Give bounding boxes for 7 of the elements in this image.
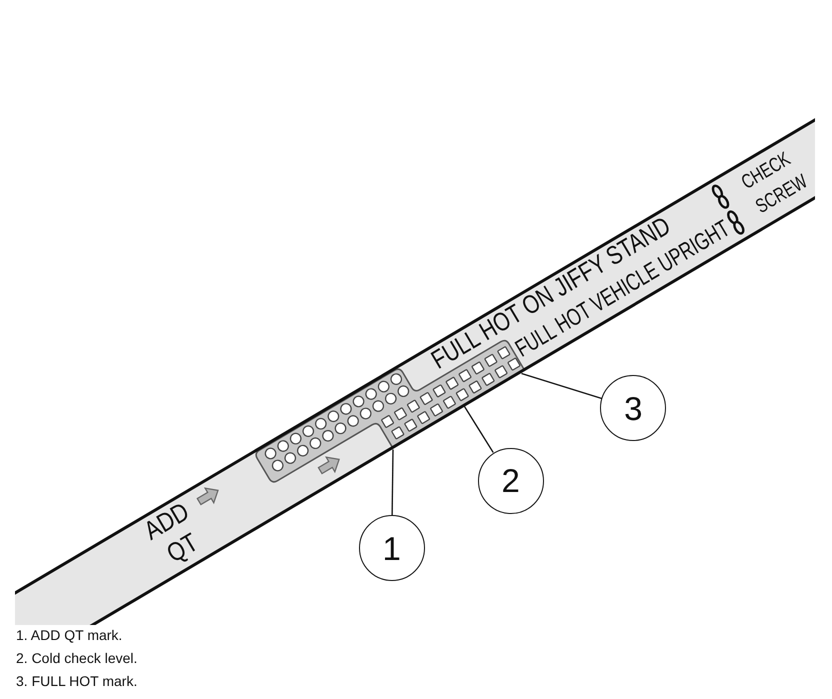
callout-number: 1 [358, 515, 425, 582]
key-list-item: 1. ADD QT mark. [16, 627, 122, 644]
key-list-item: 2. Cold check level. [16, 650, 138, 667]
leader-line [521, 372, 602, 400]
callout-number: 3 [600, 375, 666, 442]
level-marking: ADD QT [138, 496, 204, 570]
key-list-item: 3. FULL HOT mark. [16, 673, 138, 690]
